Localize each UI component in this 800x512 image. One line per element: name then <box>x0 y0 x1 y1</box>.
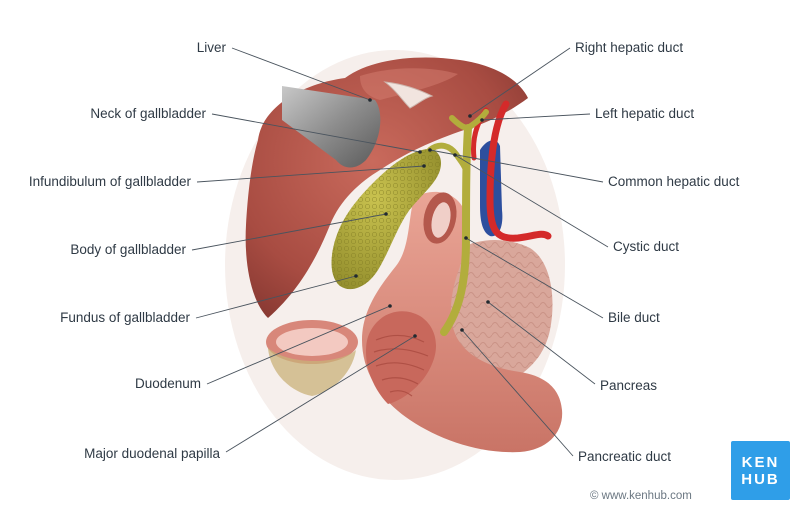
label-liver: Liver <box>196 40 226 55</box>
label-bile-duct: Bile duct <box>608 310 660 325</box>
leader-lines <box>191 47 609 457</box>
surgical-retractor <box>282 86 381 168</box>
kenhub-logo: KEN HUB <box>731 441 790 500</box>
label-pancreas: Pancreas <box>600 378 658 393</box>
label-body-of-gallbladder: Body of gallbladder <box>70 242 186 257</box>
logo-line-2: HUB <box>741 470 780 488</box>
duodenum-interior <box>366 311 436 404</box>
liver-sheen <box>360 68 458 100</box>
gallbladder-texture <box>331 149 442 290</box>
hepatic-ducts-shape <box>449 109 489 132</box>
leader-endpoints <box>354 98 490 338</box>
label-cystic-duct: Cystic duct <box>613 239 680 254</box>
label-major-duodenal-papilla: Major duodenal papilla <box>84 446 220 461</box>
hepatic-artery <box>486 100 552 242</box>
label-left-hepatic-duct: Left hepatic duct <box>595 106 695 121</box>
label-duodenum: Duodenum <box>134 376 201 391</box>
copyright-notice: © www.kenhub.com <box>590 490 692 502</box>
label-neck-of-gallbladder: Neck of gallbladder <box>90 106 206 121</box>
label-infundibulum-of-gallbladder: Infundibulum of gallbladder <box>28 174 191 189</box>
stomach-stump-inner <box>276 328 348 356</box>
duodenum-folds <box>373 334 429 397</box>
label-fundus-of-gallbladder: Fundus of gallbladder <box>60 310 190 325</box>
label-common-hepatic-duct: Common hepatic duct <box>608 174 740 189</box>
pancreas-texture <box>440 240 553 387</box>
label-pancreatic-duct: Pancreatic duct <box>578 449 672 464</box>
duodenum-lumen-inner <box>431 202 451 238</box>
stump-base <box>268 348 356 396</box>
falciform-ligament <box>383 81 434 109</box>
logo-line-1: KEN <box>741 453 780 471</box>
bile-duct-shape <box>440 124 472 336</box>
label-right-hepatic-duct: Right hepatic duct <box>575 40 684 55</box>
